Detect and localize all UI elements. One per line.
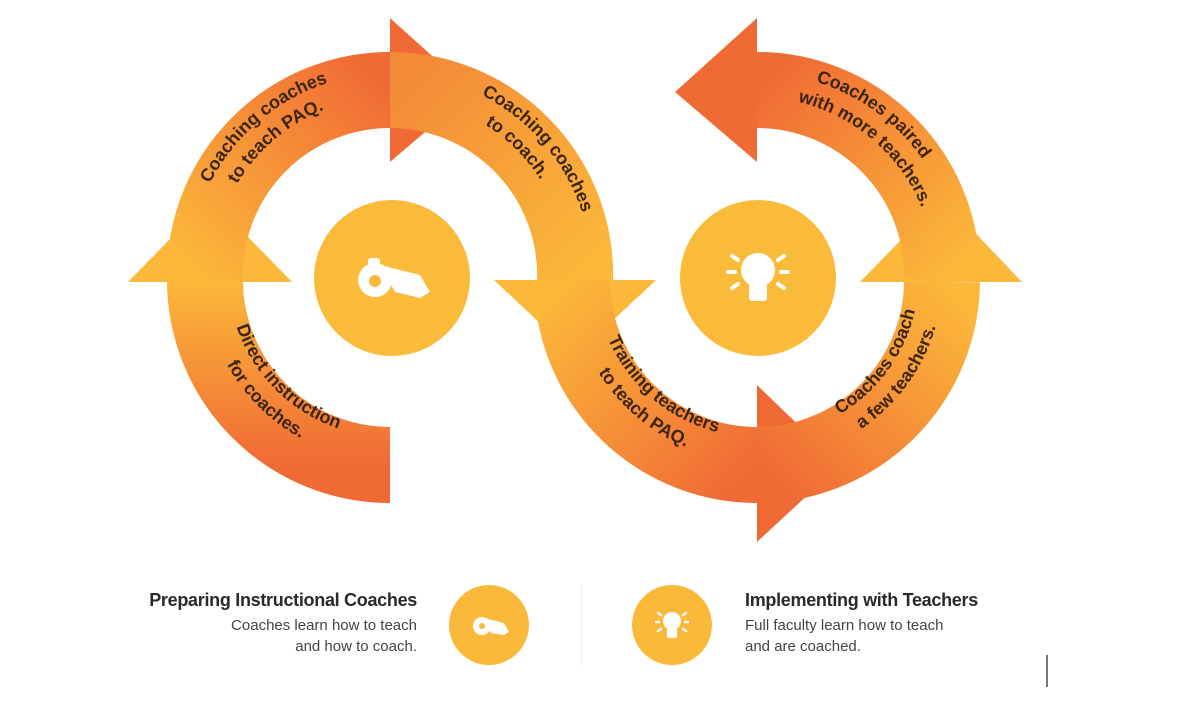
legend-title: Preparing Instructional Coaches (149, 590, 417, 610)
text-cursor (1046, 655, 1048, 687)
legend-text: and are coached. (745, 638, 861, 655)
lightbulb-icon (726, 253, 790, 301)
legend-text: and how to coach. (295, 638, 417, 655)
legend-whistle-badge (449, 585, 529, 665)
legend-preparing-coaches: Preparing Instructional Coaches Coaches … (149, 590, 417, 657)
legend-title: Implementing with Teachers (745, 590, 978, 610)
legend-lightbulb-badge (632, 585, 712, 665)
arrow-coaches-paired (675, 18, 981, 281)
legend-implementing-teachers: Implementing with Teachers Full faculty … (745, 590, 978, 657)
lightbulb-icon (654, 611, 690, 638)
whistle-icon (473, 617, 509, 635)
legend-divider (581, 585, 582, 665)
legend-text: Full faculty learn how to teach (745, 617, 944, 634)
legend-text: Coaches learn how to teach (231, 617, 417, 634)
whistle-icon (358, 258, 430, 298)
